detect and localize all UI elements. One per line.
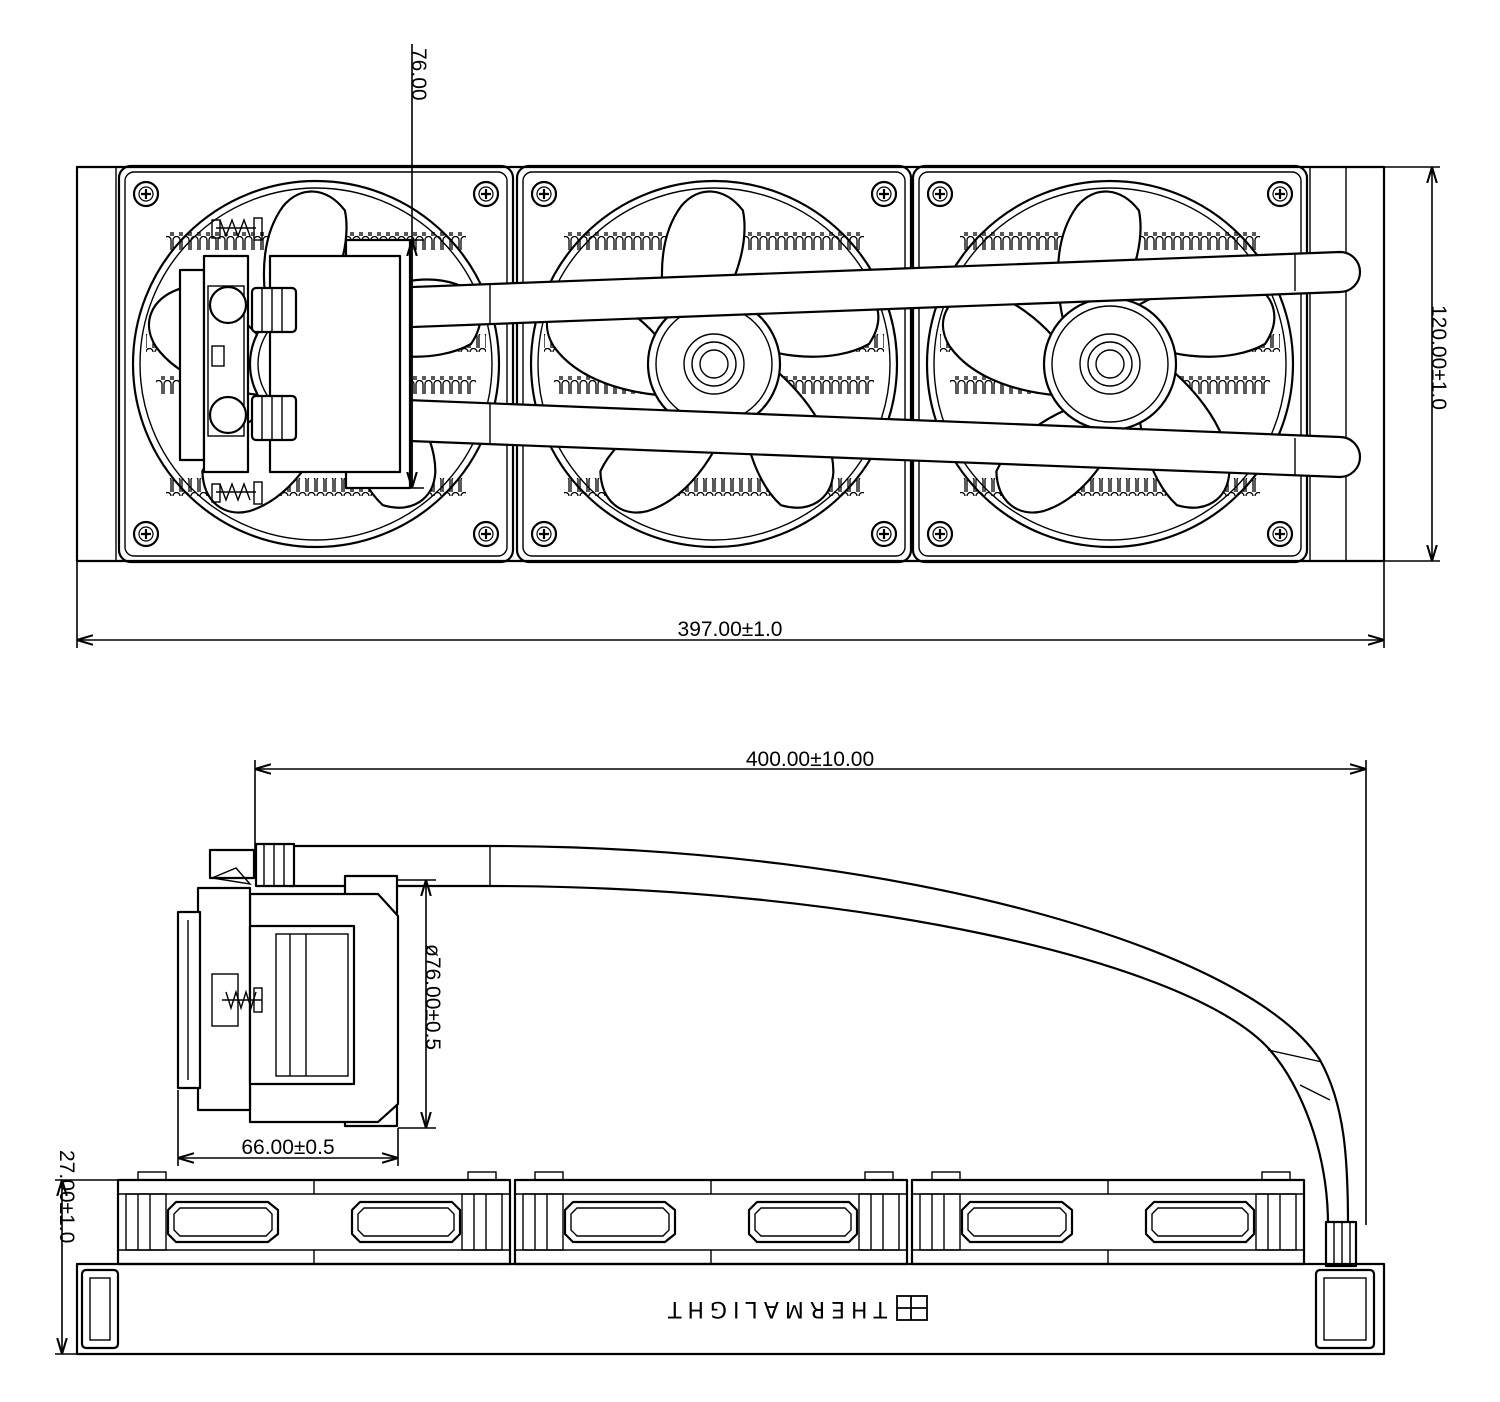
fan-2 <box>517 166 911 562</box>
thermalight-logo-icon <box>896 1295 928 1321</box>
dim-pump-offset: 76.00 <box>404 44 430 489</box>
fan-3 <box>913 166 1307 562</box>
dim-height-label: 120.00±1.0 <box>1427 305 1450 410</box>
dim-tube-length: 400.00±10.00 <box>254 748 1367 1225</box>
side-view: 400.00±10.00 <box>55 748 1386 1356</box>
dim-radiator-thickness-label: 27.00±1.0 <box>55 1150 78 1243</box>
side-fan-2 <box>513 1170 909 1266</box>
dim-pump-diameter-label: ø76.00±0.5 <box>421 944 444 1050</box>
side-radiator: THERMALIGHT <box>75 1262 1386 1356</box>
side-tube <box>288 844 1358 1268</box>
side-fan-3 <box>910 1170 1306 1266</box>
side-pump <box>176 842 400 1128</box>
coolant-tubes <box>278 250 1362 479</box>
dim-pump-width-label: 66.00±0.5 <box>241 1136 334 1159</box>
top-view: 76.00 120.00±1.0 397.00±1.0 <box>75 44 1450 648</box>
dim-width-label: 397.00±1.0 <box>678 618 783 641</box>
dim-height: 120.00±1.0 <box>1384 166 1450 562</box>
dim-width: 397.00±1.0 <box>76 561 1385 648</box>
side-fan-1 <box>116 1170 512 1266</box>
dim-pump-offset-label: 76.00 <box>407 48 430 101</box>
pump-block <box>178 217 412 505</box>
dim-pump-diameter: ø76.00±0.5 <box>398 879 444 1129</box>
dim-tube-length-label: 400.00±10.00 <box>746 748 874 771</box>
dim-pump-width: 66.00±0.5 <box>177 1090 399 1166</box>
dim-radiator-thickness: 27.00±1.0 <box>55 1150 118 1355</box>
brand-logo-text: THERMALIGHT <box>662 1296 888 1321</box>
